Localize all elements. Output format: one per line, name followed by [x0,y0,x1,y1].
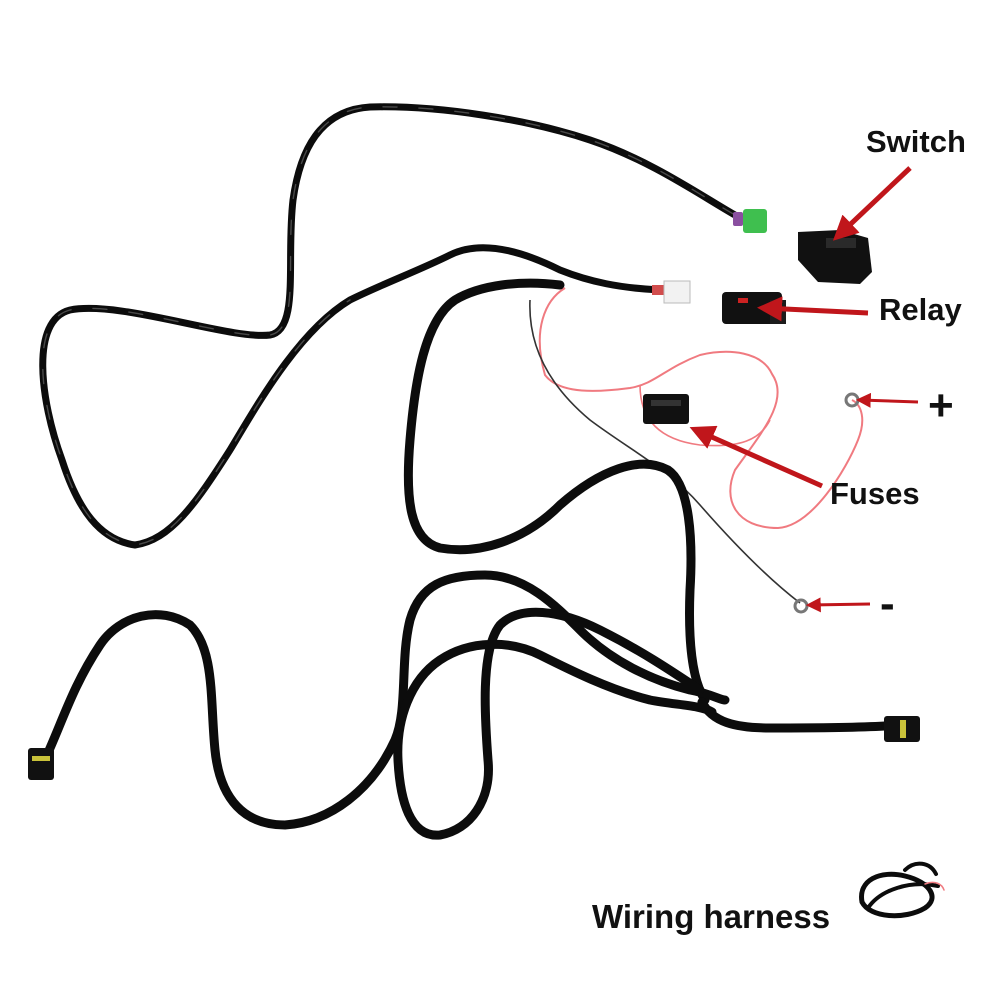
red-wire-sleeve [652,285,666,295]
switch-cable [39,103,739,549]
left-lamp-connector [28,748,54,780]
positive-terminal-label: + [928,381,954,430]
relay-arrow [757,296,869,322]
components [28,209,945,919]
green-switch-plug [743,209,767,233]
main-cables [35,103,890,840]
relay-label: Relay [879,292,962,327]
fuses-arrow [689,425,824,489]
negative-terminal-label: - [880,579,895,628]
thin-wires [529,287,864,604]
switch-arrow [832,166,912,241]
negative-ring-terminal [793,598,809,614]
red-positive-wire [538,287,864,530]
switch-body [798,230,872,284]
loom-left-branch [35,570,730,830]
fuses-label: Fuses [830,476,920,511]
loom-center-loop [393,607,717,840]
wiring-harness-caption: Wiring harness [592,898,831,935]
plus-arrow [855,392,919,408]
minus-arrow [805,597,871,613]
white-relay-plug [663,280,691,304]
right-lamp-connector [884,716,920,742]
switch-label: Switch [866,124,966,159]
fuse-holder [643,394,689,424]
loom-upper-loop [403,278,710,705]
callout-arrows [689,166,919,613]
purple-connector-sleeve [733,212,743,226]
switch-cable-sheen [42,106,736,546]
harness-thumbnail [859,861,945,919]
loom-right-branch [697,697,890,733]
ground-wire [529,299,801,604]
